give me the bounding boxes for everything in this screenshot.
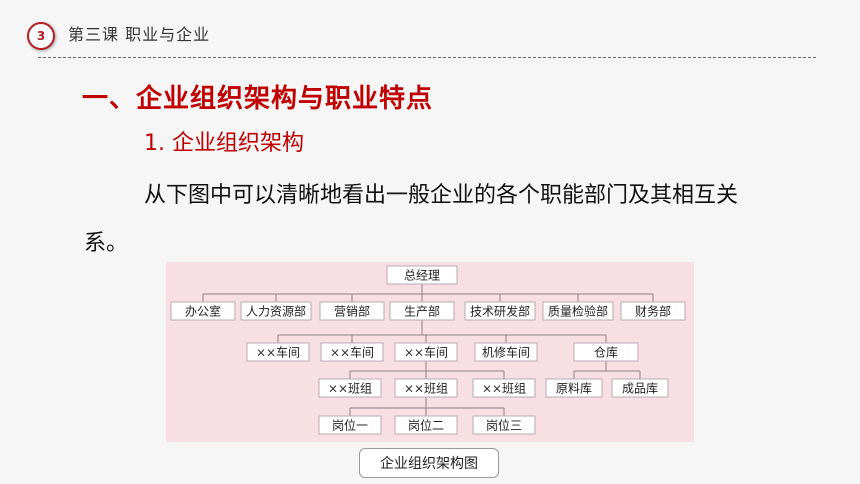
org-node-workshop-label: ××车间 [404, 345, 448, 360]
org-node-department: 人力资源部 [240, 301, 312, 321]
org-node-workshop-label: 机修车间 [482, 345, 530, 360]
org-node-workshop-box [394, 342, 458, 362]
org-node-department-label: 营销部 [334, 304, 370, 319]
org-node-department-label: 质量检验部 [548, 304, 608, 319]
org-node-workshop: ××车间 [394, 342, 458, 362]
org-node-post-box [318, 415, 382, 435]
org-node-department-box [620, 301, 686, 321]
lesson-title: 第三课 职业与企业 [68, 25, 211, 44]
org-node-department-label: 生产部 [404, 304, 440, 319]
org-node-team: ××班组 [394, 378, 458, 398]
org-node-post-box [394, 415, 458, 435]
org-node-department: 财务部 [620, 301, 686, 321]
org-node-warehouse-store-box [611, 378, 669, 398]
org-node-department-box [464, 301, 536, 321]
org-node-post-label: 岗位三 [486, 418, 522, 433]
org-node-department: 营销部 [319, 301, 385, 321]
org-node-warehouse-store-label: 成品库 [622, 381, 658, 396]
body-paragraph: 从下图中可以清晰地看出一般企业的各个职能部门及其相互关系。 [84, 183, 739, 256]
org-node-workshop-box [474, 342, 538, 362]
org-node-team-label: ××班组 [404, 382, 448, 396]
org-node-team-label: ××班组 [328, 382, 372, 396]
org-node-department: 办公室 [170, 301, 236, 321]
org-node-root-box [386, 265, 458, 285]
org-node-department-label: 办公室 [185, 304, 221, 319]
org-node-department: 技术研发部 [464, 301, 536, 321]
org-node-workshop: ××车间 [246, 342, 310, 362]
org-node-warehouse-store: 原料库 [545, 378, 603, 398]
org-node-department-label: 技术研发部 [470, 304, 530, 319]
subsection-title: 1. 企业组织架构 [144, 131, 304, 156]
org-node-team-label: ××班组 [482, 382, 526, 396]
org-node-department-box [389, 301, 455, 321]
slide-header: 3 第三课 职业与企业 [0, 0, 860, 60]
org-node-workshop-label: ××车间 [256, 345, 300, 360]
org-node-root-label: 总经理 [404, 269, 440, 283]
org-node-department-box [240, 301, 312, 321]
org-node-post-label: 岗位一 [332, 418, 368, 433]
org-node-warehouse-store-box [545, 378, 603, 398]
org-node-workshop-box [246, 342, 310, 362]
org-node-department-box [542, 301, 614, 321]
org-node-workshop: ××车间 [320, 342, 384, 362]
org-node-team: ××班组 [472, 378, 536, 398]
header-divider [38, 57, 816, 58]
org-node-post: 岗位二 [394, 415, 458, 435]
org-node-department-box [319, 301, 385, 321]
org-node-department-label: 人力资源部 [246, 304, 306, 319]
page-number-badge: 3 [27, 22, 55, 50]
org-node-team: ××班组 [318, 378, 382, 398]
org-node-post: 岗位一 [318, 415, 382, 435]
org-node-department: 生产部 [389, 301, 455, 321]
org-node-workshop-box [320, 342, 384, 362]
org-node-department-box [170, 301, 236, 321]
org-node-warehouse: 仓库 [573, 342, 639, 362]
org-node-team-box [472, 378, 536, 398]
org-node-warehouse-store-label: 原料库 [556, 381, 592, 396]
org-node-root: 总经理 [386, 265, 458, 285]
org-node-workshop-label: ××车间 [330, 345, 374, 360]
org-node-warehouse-box [573, 342, 639, 362]
section-heading: 一、企业组织架构与职业特点 [82, 84, 434, 114]
org-node-workshop: 机修车间 [474, 342, 538, 362]
org-node-warehouse-store: 成品库 [611, 378, 669, 398]
org-node-post-label: 岗位二 [408, 418, 444, 433]
org-node-department-label: 财务部 [635, 304, 671, 319]
org-node-department: 质量检验部 [542, 301, 614, 321]
org-chart: 总经理办公室 人力资源部 营销部 生产部 技术研发部 质量检验部 财务部 ××车间 ××车间 ××… [166, 262, 694, 442]
org-node-post-box [472, 415, 536, 435]
org-node-warehouse-label: 仓库 [594, 345, 618, 360]
org-node-team-box [318, 378, 382, 398]
figure-caption: 企业组织架构图 [359, 448, 499, 478]
org-node-team-box [394, 378, 458, 398]
org-node-post: 岗位三 [472, 415, 536, 435]
